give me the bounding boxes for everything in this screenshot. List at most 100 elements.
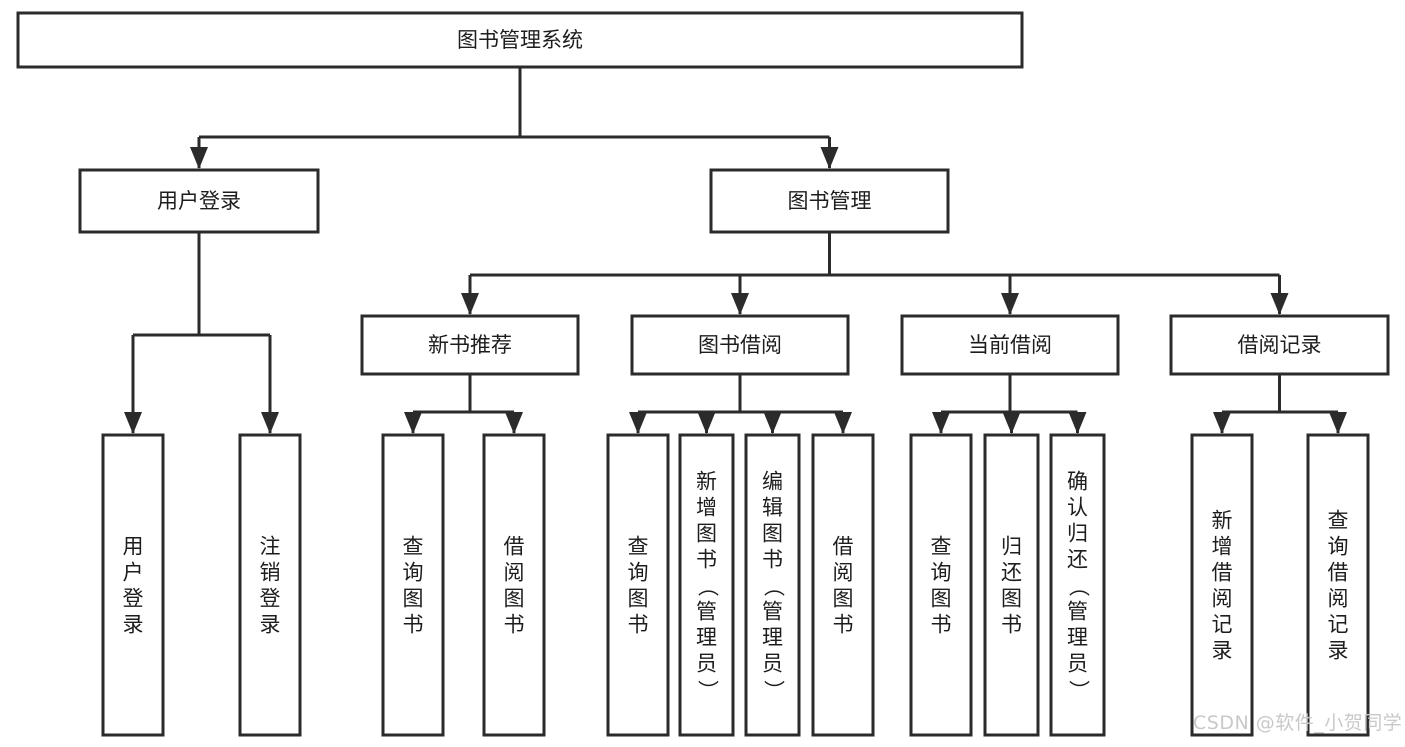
node-level2-图书管理-1[interactable]: 图书管理 xyxy=(709,168,950,234)
node-leaf-新增图书管理员-5-rect[interactable] xyxy=(678,433,735,737)
svg-text:录: 录 xyxy=(123,612,144,636)
node-level3-当前借阅-2-rect[interactable] xyxy=(900,314,1120,376)
svg-text:图: 图 xyxy=(504,586,525,610)
svg-text:录: 录 xyxy=(260,612,281,636)
svg-text:管: 管 xyxy=(696,599,717,623)
node-leaf-注销登录-1-rect[interactable] xyxy=(238,433,302,737)
node-level3-当前借阅-2-label: 当前借阅 xyxy=(968,333,1052,357)
svg-text:书: 书 xyxy=(628,612,649,636)
arrow-to-查询图书-2-0 xyxy=(629,412,647,434)
node-level3-借阅记录-3[interactable]: 借阅记录 xyxy=(1169,314,1390,376)
node-root-图书管理系统-label: 图书管理系统 xyxy=(457,28,583,52)
svg-text:归: 归 xyxy=(1001,534,1022,558)
node-leaf-新增借阅记录-11-rect[interactable] xyxy=(1190,433,1254,737)
svg-text:）: ） xyxy=(1067,680,1091,701)
arrow-to-查询图书-3-0 xyxy=(932,412,950,434)
node-level3-新书推荐-0-rect[interactable] xyxy=(360,314,580,376)
node-level2-用户登录-0-rect[interactable] xyxy=(78,168,320,234)
arrow-to-查询借阅记录-4-1 xyxy=(1329,412,1347,434)
svg-text:注: 注 xyxy=(260,534,281,558)
svg-text:用: 用 xyxy=(123,534,144,558)
node-leaf-用户登录-0-label: 用户登录 xyxy=(123,534,144,636)
svg-text:理: 理 xyxy=(762,625,783,649)
svg-text:确: 确 xyxy=(1067,469,1088,493)
svg-text:还: 还 xyxy=(1067,547,1088,571)
arrow-to-新增图书管理员-2-1 xyxy=(697,412,716,434)
arrow-to-借阅图书-1-1 xyxy=(505,412,523,434)
arrow-to-归还图书-3-1 xyxy=(1002,412,1021,434)
svg-text:（: （ xyxy=(1067,576,1091,597)
svg-text:登: 登 xyxy=(260,586,281,610)
svg-text:记: 记 xyxy=(1328,612,1349,636)
svg-text:记: 记 xyxy=(1212,612,1233,636)
node-leaf-确认归还管理员-10-rect[interactable] xyxy=(1049,433,1106,737)
arrow-to-新增借阅记录-4-0 xyxy=(1213,412,1231,434)
node-leaf-用户登录-0[interactable]: 用户登录 xyxy=(101,433,165,737)
node-level3-借阅记录-3-rect[interactable] xyxy=(1169,314,1390,376)
node-level2-图书管理-1-rect[interactable] xyxy=(709,168,950,234)
node-level3-新书推荐-0-label: 新书推荐 xyxy=(428,333,512,357)
node-leaf-归还图书-9-rect[interactable] xyxy=(983,433,1040,737)
svg-text:询: 询 xyxy=(403,560,424,584)
node-leaf-用户登录-0-rect[interactable] xyxy=(101,433,165,737)
svg-text:图: 图 xyxy=(696,521,717,545)
arrow-to-查询图书-1-0 xyxy=(404,412,422,434)
svg-text:阅: 阅 xyxy=(1328,586,1349,610)
node-level3-借阅记录-3-label: 借阅记录 xyxy=(1238,333,1322,357)
svg-text:员: 员 xyxy=(696,651,717,675)
arrow-to-图书借阅-1 xyxy=(731,293,749,315)
svg-text:辑: 辑 xyxy=(762,495,783,519)
node-leaf-借阅图书-3-rect[interactable] xyxy=(482,433,546,737)
node-level3-新书推荐-0[interactable]: 新书推荐 xyxy=(360,314,580,376)
node-level3-当前借阅-2[interactable]: 当前借阅 xyxy=(900,314,1120,376)
node-level3-图书借阅-1[interactable]: 图书借阅 xyxy=(630,314,850,376)
node-leaf-查询图书-4-rect[interactable] xyxy=(606,433,670,737)
node-level2-用户登录-0[interactable]: 用户登录 xyxy=(78,168,320,234)
node-leaf-查询图书-2-rect[interactable] xyxy=(381,433,445,737)
svg-text:图: 图 xyxy=(762,521,783,545)
node-level3-图书借阅-1-rect[interactable] xyxy=(630,314,850,376)
svg-text:询: 询 xyxy=(1328,534,1349,558)
node-leaf-编辑图书管理员-6-rect[interactable] xyxy=(744,433,801,737)
arrow-to-用户登录-0 xyxy=(190,147,208,169)
node-level2-用户登录-0-label: 用户登录 xyxy=(157,189,241,213)
svg-text:图: 图 xyxy=(628,586,649,610)
svg-text:（: （ xyxy=(762,576,786,597)
svg-text:借: 借 xyxy=(504,534,525,558)
svg-text:书: 书 xyxy=(931,612,952,636)
svg-text:管: 管 xyxy=(1067,599,1088,623)
arrow-to-新书推荐-0 xyxy=(461,293,479,315)
arrow-to-确认归还管理员-3-2 xyxy=(1068,412,1087,434)
connector-layer xyxy=(124,67,1347,434)
node-leaf-查询图书-8-rect[interactable] xyxy=(909,433,973,737)
svg-text:查: 查 xyxy=(1328,508,1349,532)
svg-text:编: 编 xyxy=(762,469,783,493)
node-root-图书管理系统[interactable]: 图书管理系统 xyxy=(16,11,1024,69)
node-root-图书管理系统-rect[interactable] xyxy=(16,11,1024,69)
node-leaf-借阅图书-7-rect[interactable] xyxy=(811,433,875,737)
node-leaf-查询借阅记录-12-rect[interactable] xyxy=(1306,433,1370,737)
svg-text:员: 员 xyxy=(762,651,783,675)
svg-text:认: 认 xyxy=(1067,495,1088,519)
